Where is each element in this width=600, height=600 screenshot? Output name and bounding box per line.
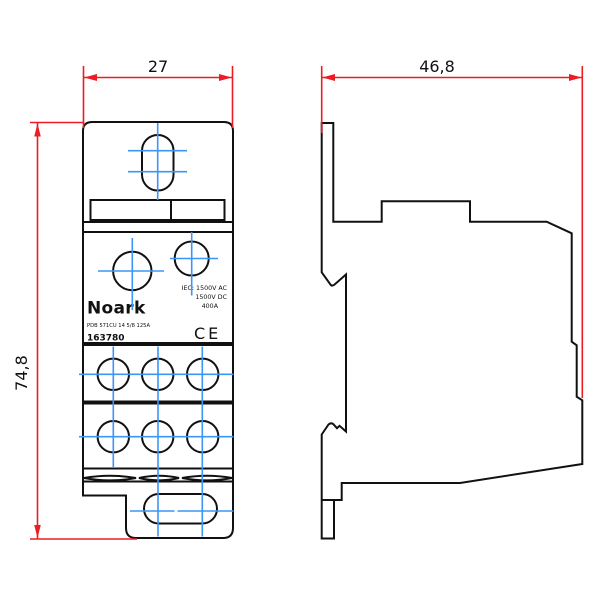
product-code-text: PDB 571CU 14 5/8 125A [87,323,150,329]
front-centerlines [79,123,234,537]
front-bottom-slot [143,493,218,525]
front-wire-opening [138,474,180,482]
rating-line-3: 400A [202,303,219,310]
dimension-value: 46,8 [419,57,455,76]
dimension-front-width: 27 [82,57,234,128]
arrowhead [84,74,97,81]
dimension-value: 27 [148,57,168,76]
arrowhead [34,123,41,137]
arrowhead [34,525,41,538]
side-outline [320,122,584,540]
arrowhead [219,74,232,81]
front-view: IEC: 1500V AC 1500V DC 400A Noark PDB 57… [79,121,234,539]
arrowhead [569,74,582,81]
catalog-number-text: 163780 [87,334,125,344]
ce-mark: CE [194,324,221,343]
brand-logo: Noark [87,299,146,319]
front-terminal-strip [89,199,226,221]
rating-line-2: 1500V DC [195,294,227,301]
rating-line-1: IEC: 1500V AC [182,285,228,292]
front-wire-opening [181,474,233,482]
dimension-value: 74,8 [12,355,31,391]
front-wire-opening [83,474,137,482]
side-view [320,122,584,540]
dimension-side-width: 46,8 [320,57,584,398]
dimension-front-height: 74,8 [12,121,137,540]
arrowhead [322,74,335,81]
front-label: IEC: 1500V AC 1500V DC 400A Noark PDB 57… [87,285,228,344]
